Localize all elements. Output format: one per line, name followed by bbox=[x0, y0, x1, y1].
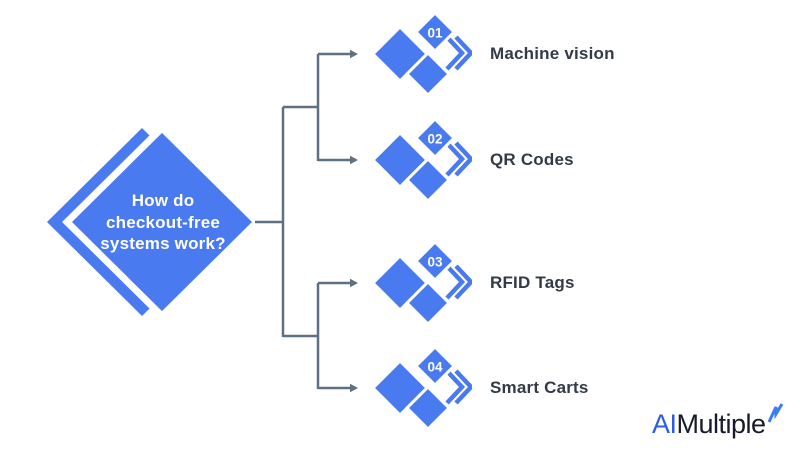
double-chevron-right-icon bbox=[454, 141, 472, 177]
step-label: QR Codes bbox=[490, 150, 574, 169]
double-chevron-right-icon bbox=[445, 264, 466, 300]
connector-paths bbox=[255, 52, 351, 390]
node-machine-vision: 01 Machine vision bbox=[372, 12, 615, 96]
node-rfid-tags: 03 RFID Tags bbox=[372, 241, 575, 325]
double-chevron-right-icon bbox=[445, 141, 466, 177]
logo-ai-text: AI bbox=[652, 409, 677, 439]
diamond-icon bbox=[404, 279, 452, 325]
step-number: 02 bbox=[427, 132, 442, 147]
diamond-icon bbox=[413, 346, 457, 388]
diamond-icon bbox=[413, 12, 457, 54]
arrowhead-icon bbox=[350, 49, 358, 59]
double-chevron-right-icon bbox=[445, 35, 466, 71]
question-line: How do bbox=[131, 191, 195, 210]
question-text: How do checkout-free systems work? bbox=[63, 190, 263, 255]
diamond-icon bbox=[404, 50, 452, 96]
node-smart-carts: 04 Smart Carts bbox=[372, 346, 589, 430]
arrowhead-icon bbox=[350, 383, 358, 393]
double-chevron-right-icon bbox=[454, 369, 472, 405]
diamond-front-shape bbox=[62, 123, 262, 321]
step-number: 03 bbox=[427, 255, 443, 270]
step-number: 01 bbox=[427, 26, 443, 41]
step-diamonds-icon: 04 bbox=[372, 346, 472, 430]
step-diamonds-icon: 03 bbox=[372, 241, 472, 325]
step-label: RFID Tags bbox=[490, 273, 575, 292]
aimultiple-logo: AI Multiple bbox=[652, 403, 785, 439]
diamond-icon bbox=[404, 156, 452, 202]
diamond-icon bbox=[413, 118, 457, 160]
arrowhead-icon bbox=[350, 278, 358, 288]
arrowhead-icon bbox=[350, 155, 358, 165]
step-label: Smart Carts bbox=[490, 378, 589, 397]
step-diamonds-icon: 02 bbox=[372, 118, 472, 202]
step-diamonds-icon: 01 bbox=[372, 12, 472, 96]
double-chevron-right-icon bbox=[454, 264, 472, 300]
question-line: systems work? bbox=[100, 234, 226, 253]
node-qr-codes: 02 QR Codes bbox=[372, 118, 574, 202]
spark-icon bbox=[767, 403, 783, 423]
question-diamond bbox=[47, 123, 262, 321]
diamond-icon bbox=[413, 241, 457, 283]
step-number: 04 bbox=[427, 360, 443, 375]
double-chevron-right-icon bbox=[445, 369, 466, 405]
question-line: checkout-free bbox=[105, 212, 221, 232]
step-label: Machine vision bbox=[490, 44, 615, 63]
arrowheads bbox=[350, 49, 358, 393]
logo-multiple-text: Multiple bbox=[676, 409, 767, 439]
double-chevron-right-icon bbox=[454, 35, 472, 71]
diamond-icon bbox=[404, 384, 452, 430]
